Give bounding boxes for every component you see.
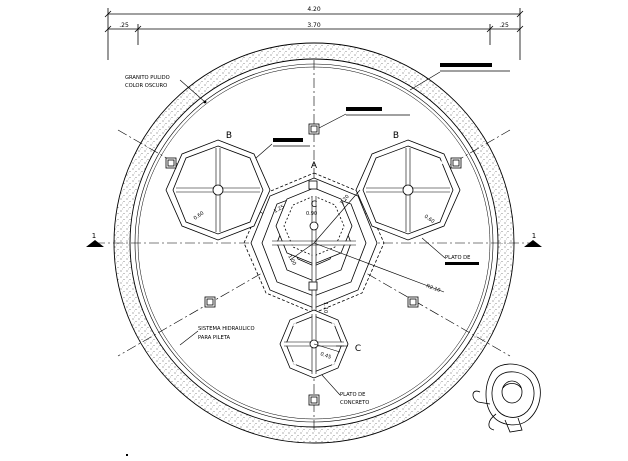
dimension-inner: 3.70 bbox=[307, 22, 321, 29]
nozzle-marker bbox=[206, 298, 214, 306]
callout-plate-bottom-line2: CONCRETO bbox=[340, 400, 369, 406]
dimension-overall: 4.20 bbox=[307, 6, 321, 13]
nozzle-marker bbox=[310, 396, 318, 404]
stray-mark bbox=[126, 454, 128, 456]
callout-hydraulic-line2: PARA PILETA bbox=[198, 335, 231, 341]
nozzle-markers bbox=[165, 123, 462, 406]
callout-plate-b-title-bar bbox=[255, 138, 310, 159]
callout-hydraulic-leader bbox=[179, 330, 199, 346]
nozzle-marker bbox=[409, 298, 417, 306]
plate-label-c-center: C bbox=[311, 200, 317, 210]
section-mark-right-label: 1 bbox=[532, 232, 536, 240]
plate-label-c-lower: C bbox=[355, 344, 361, 354]
nozzle-marker bbox=[308, 180, 318, 190]
radius-label-outer: R2.10 bbox=[425, 283, 441, 294]
nozzle-marker bbox=[407, 296, 419, 308]
radius-lines bbox=[289, 189, 445, 353]
callout-granite-leader bbox=[179, 79, 206, 103]
plate-b-left bbox=[165, 139, 271, 241]
callout-hydraulic-line1: SISTEMA HIDRAULICO bbox=[198, 326, 255, 332]
radius-label-r3: 1.20 bbox=[339, 194, 351, 206]
nozzle-marker bbox=[308, 123, 320, 135]
callout-plate-bottom-line1: PLATO DE bbox=[340, 392, 365, 398]
dimension-left-offset: .25 bbox=[119, 22, 129, 29]
callout-top-right-title-bar bbox=[409, 63, 510, 91]
callout-granite-line1: GRANITO PULIDO bbox=[125, 75, 170, 81]
plate-b-right bbox=[355, 139, 461, 241]
callout-plate-right-text: PLATO DE bbox=[445, 255, 470, 261]
plate-label-b-left: B bbox=[226, 131, 232, 141]
nozzle-marker bbox=[308, 281, 318, 291]
plate-label-b-right: B bbox=[393, 131, 399, 141]
nozzle-marker bbox=[165, 157, 177, 169]
nozzle-marker bbox=[308, 394, 320, 406]
person-scale-figure bbox=[472, 363, 541, 433]
plate-label-a: A bbox=[311, 161, 318, 171]
callout-plate-right-bar bbox=[445, 262, 479, 265]
plate-c-center bbox=[272, 187, 356, 320]
callout-granite-line2: COLOR OSCURO bbox=[125, 83, 167, 89]
radius-label-r5: 1.00 bbox=[286, 254, 297, 267]
nozzle-marker bbox=[204, 296, 216, 308]
radius-label-r4: 0.90 bbox=[306, 211, 317, 217]
nozzle-marker bbox=[167, 159, 175, 167]
callout-center-title-bar bbox=[318, 107, 410, 129]
section-mark-left: 1 bbox=[86, 232, 104, 247]
dimension-group bbox=[104, 8, 524, 60]
radius-label-r8: 1.25 bbox=[273, 204, 286, 215]
callout-plate-bottom-leader bbox=[321, 374, 341, 396]
radius-label-r1: 0.60 bbox=[193, 210, 206, 221]
radius-label-r2: 0.60 bbox=[423, 214, 436, 225]
callout-plate-right-leader bbox=[421, 237, 446, 259]
section-mark-left-label: 1 bbox=[92, 232, 96, 240]
callout-granite-dot bbox=[203, 100, 207, 104]
nozzle-marker bbox=[450, 157, 462, 169]
nozzle-marker bbox=[310, 125, 318, 133]
section-mark-right: 1 bbox=[524, 232, 542, 247]
dimension-right-offset: .25 bbox=[499, 22, 509, 29]
radius-label-r7: 1.10 bbox=[322, 302, 328, 313]
nozzle-marker bbox=[452, 159, 460, 167]
radius-label-r6: 0.45 bbox=[319, 351, 332, 360]
